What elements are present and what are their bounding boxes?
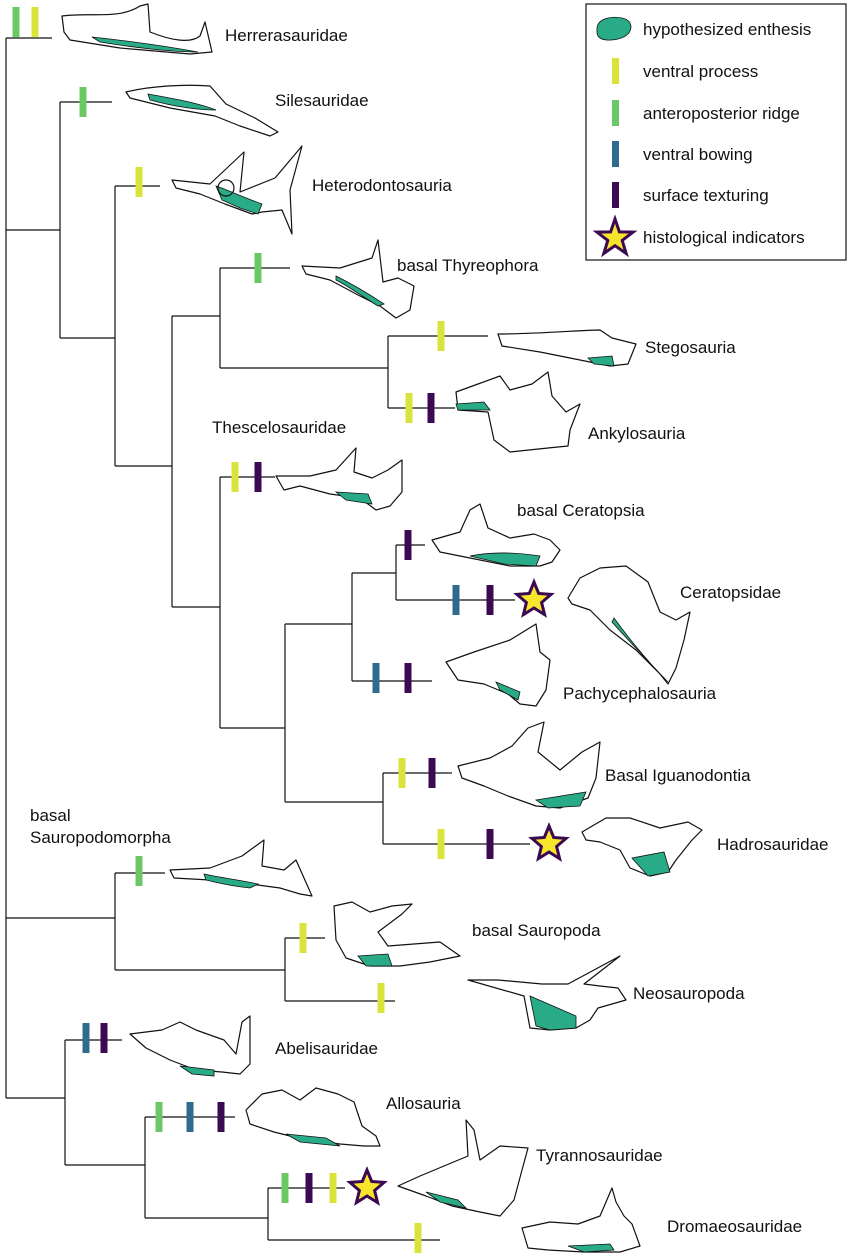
hadrosauridae-ventral-process-marker [437,829,445,859]
taxon-label-basal-sauropodomorpha-line1: basal [30,806,71,825]
ankylosauria-surface-texturing-marker [427,393,435,423]
basal-iguanodontia-surface-texturing-marker [428,758,436,788]
dromaeosauridae-ischium-illustration [521,1187,641,1253]
taxon-label-dromaeosauridae: Dromaeosauridae [667,1217,802,1236]
taxon-label-basal-ceratopsia: basal Ceratopsia [517,501,645,520]
legend: hypothesized enthesis ventral process an… [585,3,847,261]
taxon-label-pachycephalosauria: Pachycephalosauria [563,684,717,703]
allosauria-surface-texturing-marker [217,1102,225,1132]
green-bar-icon [612,100,619,126]
basal-iguanodontia-ventral-process-marker [398,758,406,788]
legend-label-surface-texturing: surface texturing [643,186,769,205]
heterodontosauria-ventral-process-marker [135,167,143,197]
bone-illustrations [61,3,703,1253]
taxon-label-silesauridae: Silesauridae [275,91,369,110]
purple-bar-icon [612,182,619,208]
stegosauria-ischium-illustration [497,329,637,367]
taxon-label-basal-iguanodontia: Basal Iguanodontia [605,766,751,785]
legend-label-ventral-process: ventral process [643,62,758,81]
tyrannosauridae-surface-texturing-marker [305,1173,313,1203]
taxon-label-herrerasauridae: Herrerasauridae [225,26,348,45]
basal-iguanodontia-ischium-illustration [457,721,601,809]
basal-thyreophora-anteroposterior-ridge-marker [254,253,262,283]
basal-sauropodomorpha-ischium-illustration [169,839,313,897]
basal-thyreophora-ischium-illustration [301,239,415,319]
taxon-label-heterodontosauria: Heterodontosauria [312,176,452,195]
herrerasauridae-anteroposterior-ridge-marker [12,7,20,37]
taxon-label-allosauria: Allosauria [386,1094,461,1113]
neosauropoda-ventral-process-marker [377,983,385,1013]
taxon-label-thescelosauridae: Thescelosauridae [212,418,346,437]
thescelosauridae-ischium-illustration [275,447,403,511]
allosauria-ischium-illustration [245,1087,381,1147]
yellow-bar-icon [612,58,619,84]
allosauria-anteroposterior-ridge-marker [155,1102,163,1132]
taxon-labels: Herrerasauridae Silesauridae Heterodonto… [30,26,829,1236]
blue-bar-icon [612,141,619,167]
dromaeosauridae-ventral-process-marker [414,1223,422,1253]
silesauridae-anteroposterior-ridge-marker [79,87,87,117]
taxon-label-neosauropoda: Neosauropoda [633,984,745,1003]
allosauria-ventral-bowing-marker [186,1102,194,1132]
hadrosauridae-surface-texturing-marker [486,829,494,859]
taxon-label-basal-thyreophora: basal Thyreophora [397,256,539,275]
taxon-label-tyrannosauridae: Tyrannosauridae [536,1146,663,1165]
tree-branches [5,37,530,1241]
taxon-label-ankylosauria: Ankylosauria [588,424,686,443]
taxon-label-basal-sauropoda: basal Sauropoda [472,921,601,940]
abelisauridae-ischium-illustration [129,1015,251,1077]
ceratopsidae-ischium-illustration [567,565,691,685]
herrerasauridae-ischium-illustration [61,3,213,55]
neosauropoda-ischium-illustration [467,955,627,1031]
heterodontosauria-ischium-illustration [171,145,303,235]
stegosauria-ventral-process-marker [437,321,445,351]
hadrosauridae-ischium-illustration [581,817,703,877]
abelisauridae-surface-texturing-marker [100,1023,108,1053]
taxon-label-ceratopsidae: Ceratopsidae [680,583,781,602]
ceratopsidae-ventral-bowing-marker [452,585,460,615]
basal-sauropoda-ventral-process-marker [299,923,307,953]
basal-ceratopsia-surface-texturing-marker [404,530,412,560]
tyrannosauridae-anteroposterior-ridge-marker [281,1173,289,1203]
character-markers [12,7,570,1253]
taxon-label-stegosauria: Stegosauria [645,338,736,357]
abelisauridae-ventral-bowing-marker [82,1023,90,1053]
ankylosauria-ischium-illustration [455,371,581,453]
ceratopsidae-surface-texturing-marker [486,585,494,615]
hadrosauridae-histological-star-icon [528,822,570,862]
tyrannosauridae-ventral-process-marker [329,1173,337,1203]
thescelosauridae-ventral-process-marker [231,462,239,492]
tyrannosauridae-histological-star-icon [346,1166,388,1206]
legend-label-histological-indicators: histological indicators [643,228,805,247]
legend-box [585,3,847,261]
taxon-label-hadrosauridae: Hadrosauridae [717,835,829,854]
basal-sauropodomorpha-anteroposterior-ridge-marker [135,856,143,886]
legend-label-anteroposterior-ridge: anteroposterior ridge [643,104,800,123]
herrerasauridae-ventral-process-marker [31,7,39,37]
ankylosauria-ventral-process-marker [405,393,413,423]
basal-ceratopsia-ischium-illustration [431,503,561,567]
enthesis-blob-icon [596,16,632,41]
legend-label-enthesis: hypothesized enthesis [643,20,811,39]
tyrannosauridae-ischium-illustration [397,1119,529,1217]
basal-sauropoda-ischium-illustration [333,901,461,967]
pachycephalosauria-surface-texturing-marker [404,663,412,693]
thescelosauridae-surface-texturing-marker [254,462,262,492]
ceratopsidae-histological-star-icon [513,578,555,618]
taxon-label-abelisauridae: Abelisauridae [275,1039,378,1058]
legend-label-ventral-bowing: ventral bowing [643,145,753,164]
pachycephalosauria-ischium-illustration [445,623,551,707]
taxon-label-basal-sauropodomorpha-line2: Sauropodomorpha [30,828,171,847]
silesauridae-ischium-illustration [125,84,279,137]
pachycephalosauria-ventral-bowing-marker [372,663,380,693]
star-icon [592,214,638,258]
